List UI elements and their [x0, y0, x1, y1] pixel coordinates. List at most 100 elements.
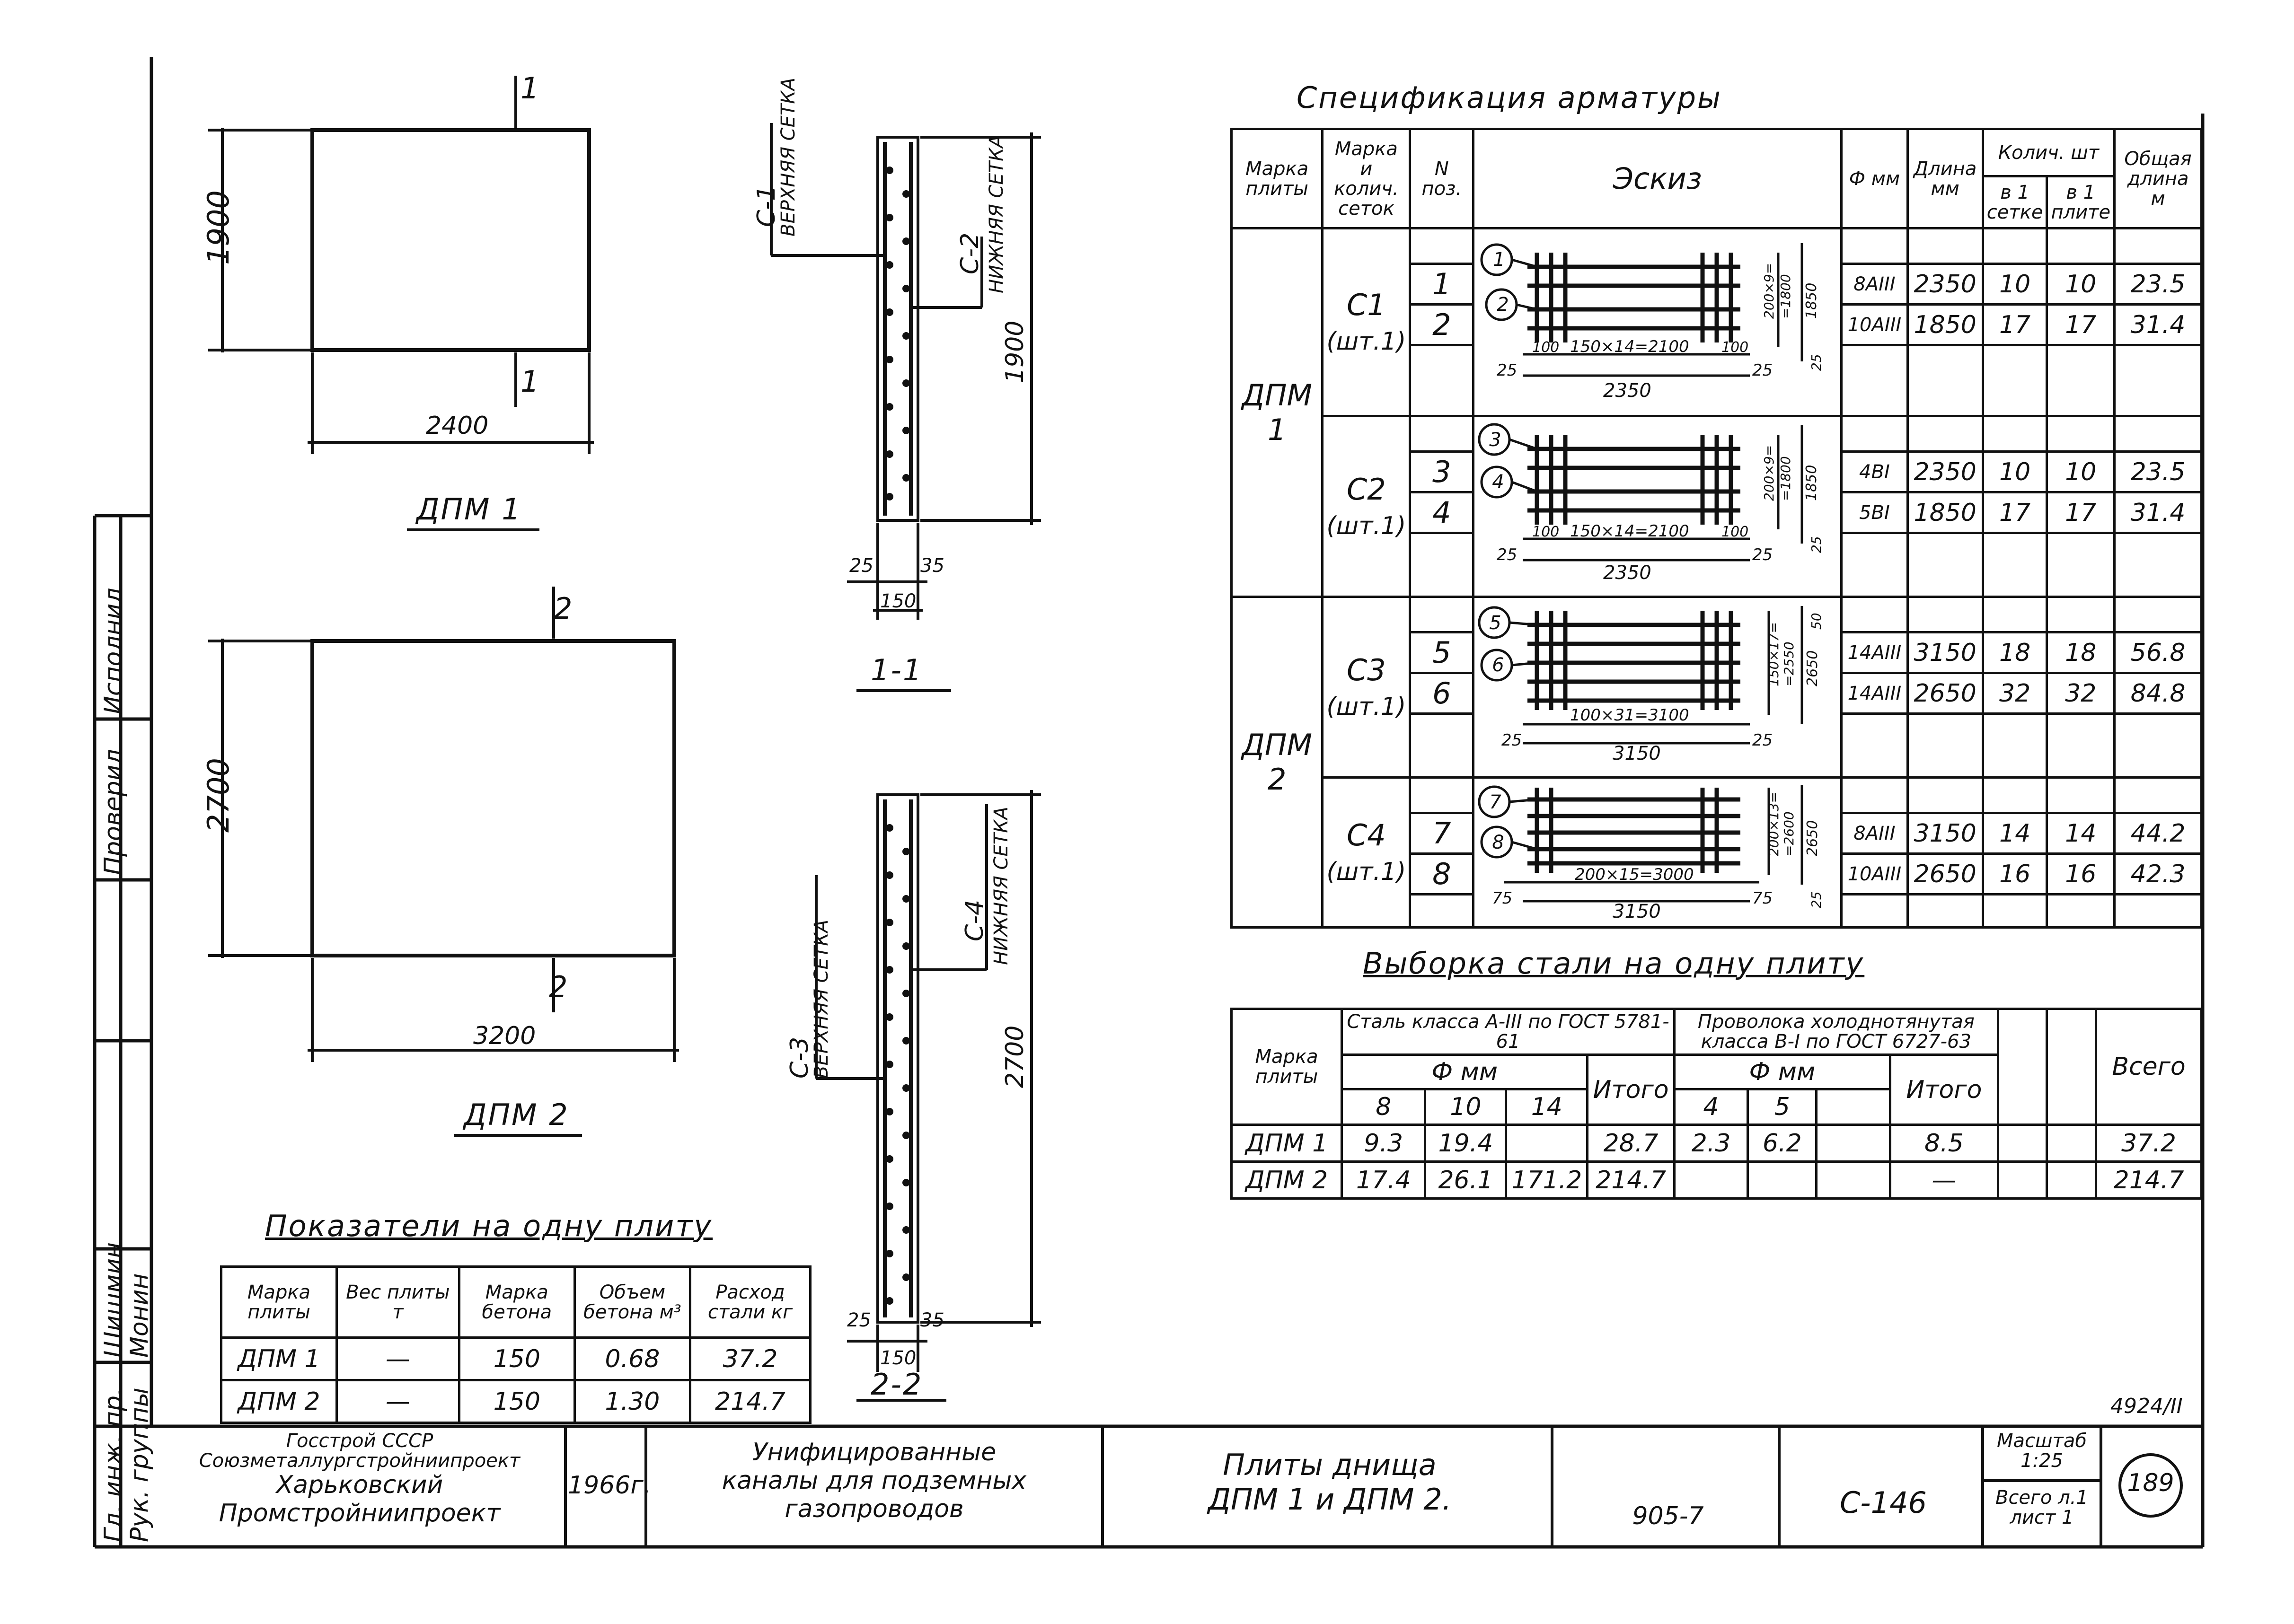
steel-row2-v4 — [1673, 1160, 1749, 1200]
sketch-c4-pos2: 8 — [1492, 832, 1504, 853]
spec-q1-5: 18 — [1981, 631, 2048, 674]
steel-h-total-1: Итого — [1586, 1053, 1676, 1126]
ind-r1-weight: — — [335, 1336, 460, 1381]
sketch-c2-pos1: 3 — [1489, 429, 1501, 451]
sketch-c2-a: 25 — [1497, 545, 1517, 564]
indicators-title: Показатели на одну плиту — [265, 1209, 713, 1243]
section22-dim-c: 150 — [880, 1347, 917, 1369]
sketch-c2-mid: 150×14=2100 — [1570, 522, 1689, 541]
spec-h-qty-mesh: в 1 сетке — [1981, 175, 2048, 229]
stamp-sheets-total: Всего л.1 — [1995, 1487, 2088, 1509]
ind-r1-volume: 0.68 — [573, 1336, 691, 1381]
spec-plate-dpm2: ДПМ 2 — [1230, 596, 1324, 929]
steel-h-group1: Сталь класса А-III по ГОСТ 5781-61 — [1341, 1008, 1676, 1056]
spec-total-8: 42.3 — [2113, 852, 2203, 895]
spec-q2-8: 16 — [2046, 852, 2116, 895]
spec-mesh-c1: С1(шт.1) — [1321, 227, 1412, 417]
stamp-project: Унифицированные каналы для подземных газ… — [648, 1438, 1100, 1523]
sketch-c1-v1: 200×9= — [1761, 263, 1777, 319]
stamp-org-3: Харьковский — [276, 1471, 443, 1499]
spec-q1-8: 16 — [1981, 852, 2048, 895]
spec-mesh-c2-name: С2 — [1347, 472, 1386, 507]
stamp-code: С-146 — [1839, 1485, 1927, 1520]
section22-dim-a: 25 — [847, 1309, 871, 1331]
spec-dia-2: 10АIII — [1840, 303, 1909, 346]
ind-h-concrete: Марка бетона — [458, 1265, 576, 1339]
steel-h-d4: 4 — [1673, 1088, 1749, 1126]
stamp-page: 189 — [2127, 1469, 2174, 1497]
spec-q1-1: 10 — [1981, 263, 2048, 306]
steel-h-d14: 14 — [1505, 1088, 1589, 1126]
section11-dim-c: 150 — [880, 590, 917, 612]
stamp-org-2: Союзметаллургстройниипроект — [199, 1450, 521, 1472]
steel-row1-v14 — [1505, 1124, 1589, 1163]
dpm1-dim-width: 2400 — [426, 412, 489, 440]
spec-q1-3: 10 — [1981, 450, 2048, 493]
spec-h-sketch: Эскиз — [1472, 128, 1843, 229]
sketch-c2-pos2: 4 — [1492, 471, 1504, 493]
sketch-c3: 5 6 25 100×31=3100 25 3150 150×17= =2550… — [1478, 606, 1824, 764]
stamp-sheets: Всего л.1 лист 1 — [1985, 1488, 2099, 1527]
sketch-c1-v2: =1800 — [1778, 274, 1793, 319]
sketch-c1-pos2: 2 — [1497, 294, 1509, 316]
spec-pos-8: 8 — [1409, 852, 1475, 895]
sketch-c3-v3: 2650 — [1804, 650, 1821, 686]
sketch-c1-a: 25 — [1497, 361, 1517, 380]
dpm2-outline — [310, 639, 676, 957]
spec-q2-3: 10 — [2046, 450, 2116, 493]
spec-total-7: 44.2 — [2113, 812, 2203, 855]
rebar-dots — [886, 167, 910, 1305]
spec-mesh-c4-qty: (шт.1) — [1326, 858, 1406, 886]
stamp-proj-2: каналы для подземных — [722, 1466, 1027, 1495]
spec-mesh-c1-name: С1 — [1347, 288, 1386, 322]
stamp-org-1: Госстрой СССР — [286, 1430, 433, 1452]
sketch-c1: 1 2 25 100 150×14=2100 100 25 2350 200×9… — [1480, 243, 1824, 402]
spec-total-2: 31.4 — [2113, 303, 2203, 346]
spec-sketch-3: 5 6 25 100×31=3100 25 3150 150×17= =2550… — [1472, 596, 1843, 779]
stamp-org-4: Промстройниипроект — [219, 1499, 501, 1527]
steel-h-dia-1: Ф мм — [1341, 1053, 1589, 1090]
steel-row1-all: 37.2 — [2095, 1124, 2203, 1163]
steel-row1-t1: 28.7 — [1586, 1124, 1676, 1163]
section11-outline — [876, 136, 919, 522]
spec-pos-1: 1 — [1409, 263, 1475, 306]
sketch-c4-len: 3150 — [1613, 901, 1661, 922]
steel-h-d8: 8 — [1341, 1088, 1427, 1126]
spec-q1-4: 17 — [1981, 491, 2048, 534]
spec-len-3: 2350 — [1906, 450, 1984, 493]
steel-title: Выборка стали на одну плиту — [1363, 946, 1865, 981]
spec-mesh-c4-name: С4 — [1347, 818, 1386, 852]
section22-title: 2-2 — [871, 1367, 923, 1402]
spec-mesh-c2-qty: (шт.1) — [1326, 511, 1406, 540]
sketch-c3-v1: 150×17= — [1766, 622, 1782, 686]
stamp-org: Госстрой СССР Союзметаллургстройниипроек… — [156, 1431, 563, 1527]
spec-dia-5: 14АIII — [1840, 631, 1909, 674]
spec-q1-2: 17 — [1981, 303, 2048, 346]
steel-row2-t1: 214.7 — [1586, 1160, 1676, 1200]
ind-r1-mark: ДПМ 1 — [220, 1336, 338, 1381]
ind-h-volume: Объем бетона м³ — [573, 1265, 691, 1339]
steel-h-dia-2: Ф мм — [1673, 1053, 1891, 1090]
spec-pos-7: 7 — [1409, 812, 1475, 855]
spec-total-1: 23.5 — [2113, 263, 2203, 306]
spec-q2-5: 18 — [2046, 631, 2116, 674]
ind-r2-concrete: 150 — [458, 1379, 576, 1424]
sketch-c4-a: 75 — [1492, 889, 1512, 908]
spec-mesh-c4: С4 (шт.1) — [1321, 776, 1412, 929]
steel-row2-mark: ДПМ 2 — [1230, 1160, 1343, 1200]
stamp-scale-value: 1:25 — [2020, 1450, 2063, 1472]
dpm1-section-mark-top: 1 — [521, 71, 539, 105]
spec-total-4: 31.4 — [2113, 491, 2203, 534]
stamp-name: Плиты днища ДПМ 1 и ДПМ 2. — [1107, 1448, 1552, 1517]
sketch-c1-mid: 150×14=2100 — [1570, 337, 1689, 356]
steel-h-total-2: Итого — [1888, 1053, 1999, 1126]
ind-r2-mark: ДПМ 2 — [220, 1379, 338, 1424]
sketch-c1-len: 2350 — [1603, 380, 1651, 402]
spec-total-6: 84.8 — [2113, 672, 2203, 715]
steel-h-group2: Проволока холоднотянутая класса В-I по Г… — [1673, 1008, 1999, 1056]
spec-h-qty-plate: в 1 плите — [2046, 175, 2116, 229]
spec-sketch-2: 3 4 25 100 150×14=2100 100 25 2350 200×9… — [1472, 415, 1843, 598]
spec-h-qty: Колич. шт — [1981, 128, 2116, 177]
sketch-c2-b: 100 — [1532, 524, 1559, 540]
